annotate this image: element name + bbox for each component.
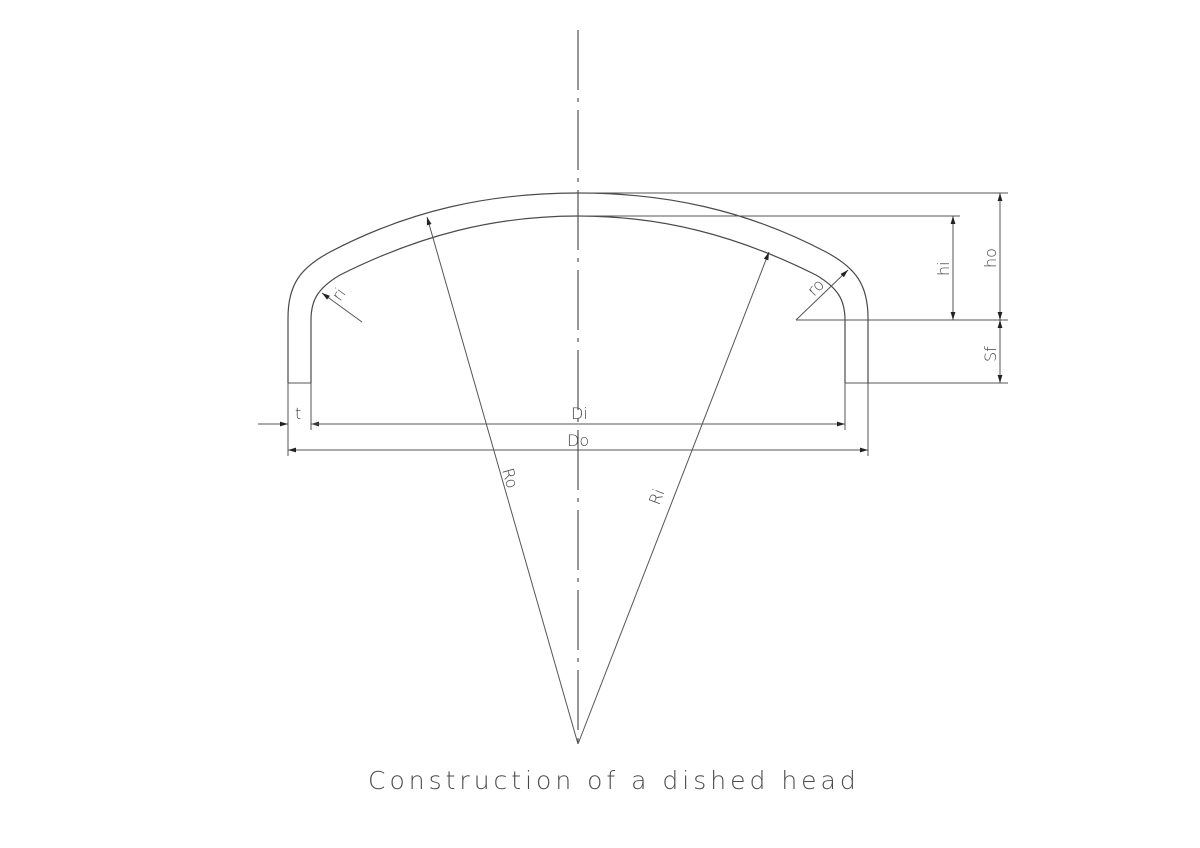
ri-knuckle-radius — [321, 292, 363, 323]
ri-crown-radius — [577, 251, 770, 745]
sf-label: Sf — [981, 346, 1000, 362]
do-label: Do — [567, 431, 589, 450]
ro-label: ro — [803, 275, 828, 300]
hi-label: hi — [934, 261, 953, 276]
drawing-title: Construction of a dished head — [368, 766, 860, 795]
ho-label: ho — [981, 248, 1000, 268]
t-label: t — [295, 404, 301, 423]
ro-crown-radius — [426, 216, 579, 745]
Ri-label: Ri — [645, 486, 668, 507]
ri-label: ri — [328, 284, 350, 304]
di-label: Di — [571, 404, 588, 423]
Ro-label: Ro — [498, 466, 522, 491]
ro-knuckle-radius — [795, 269, 849, 321]
